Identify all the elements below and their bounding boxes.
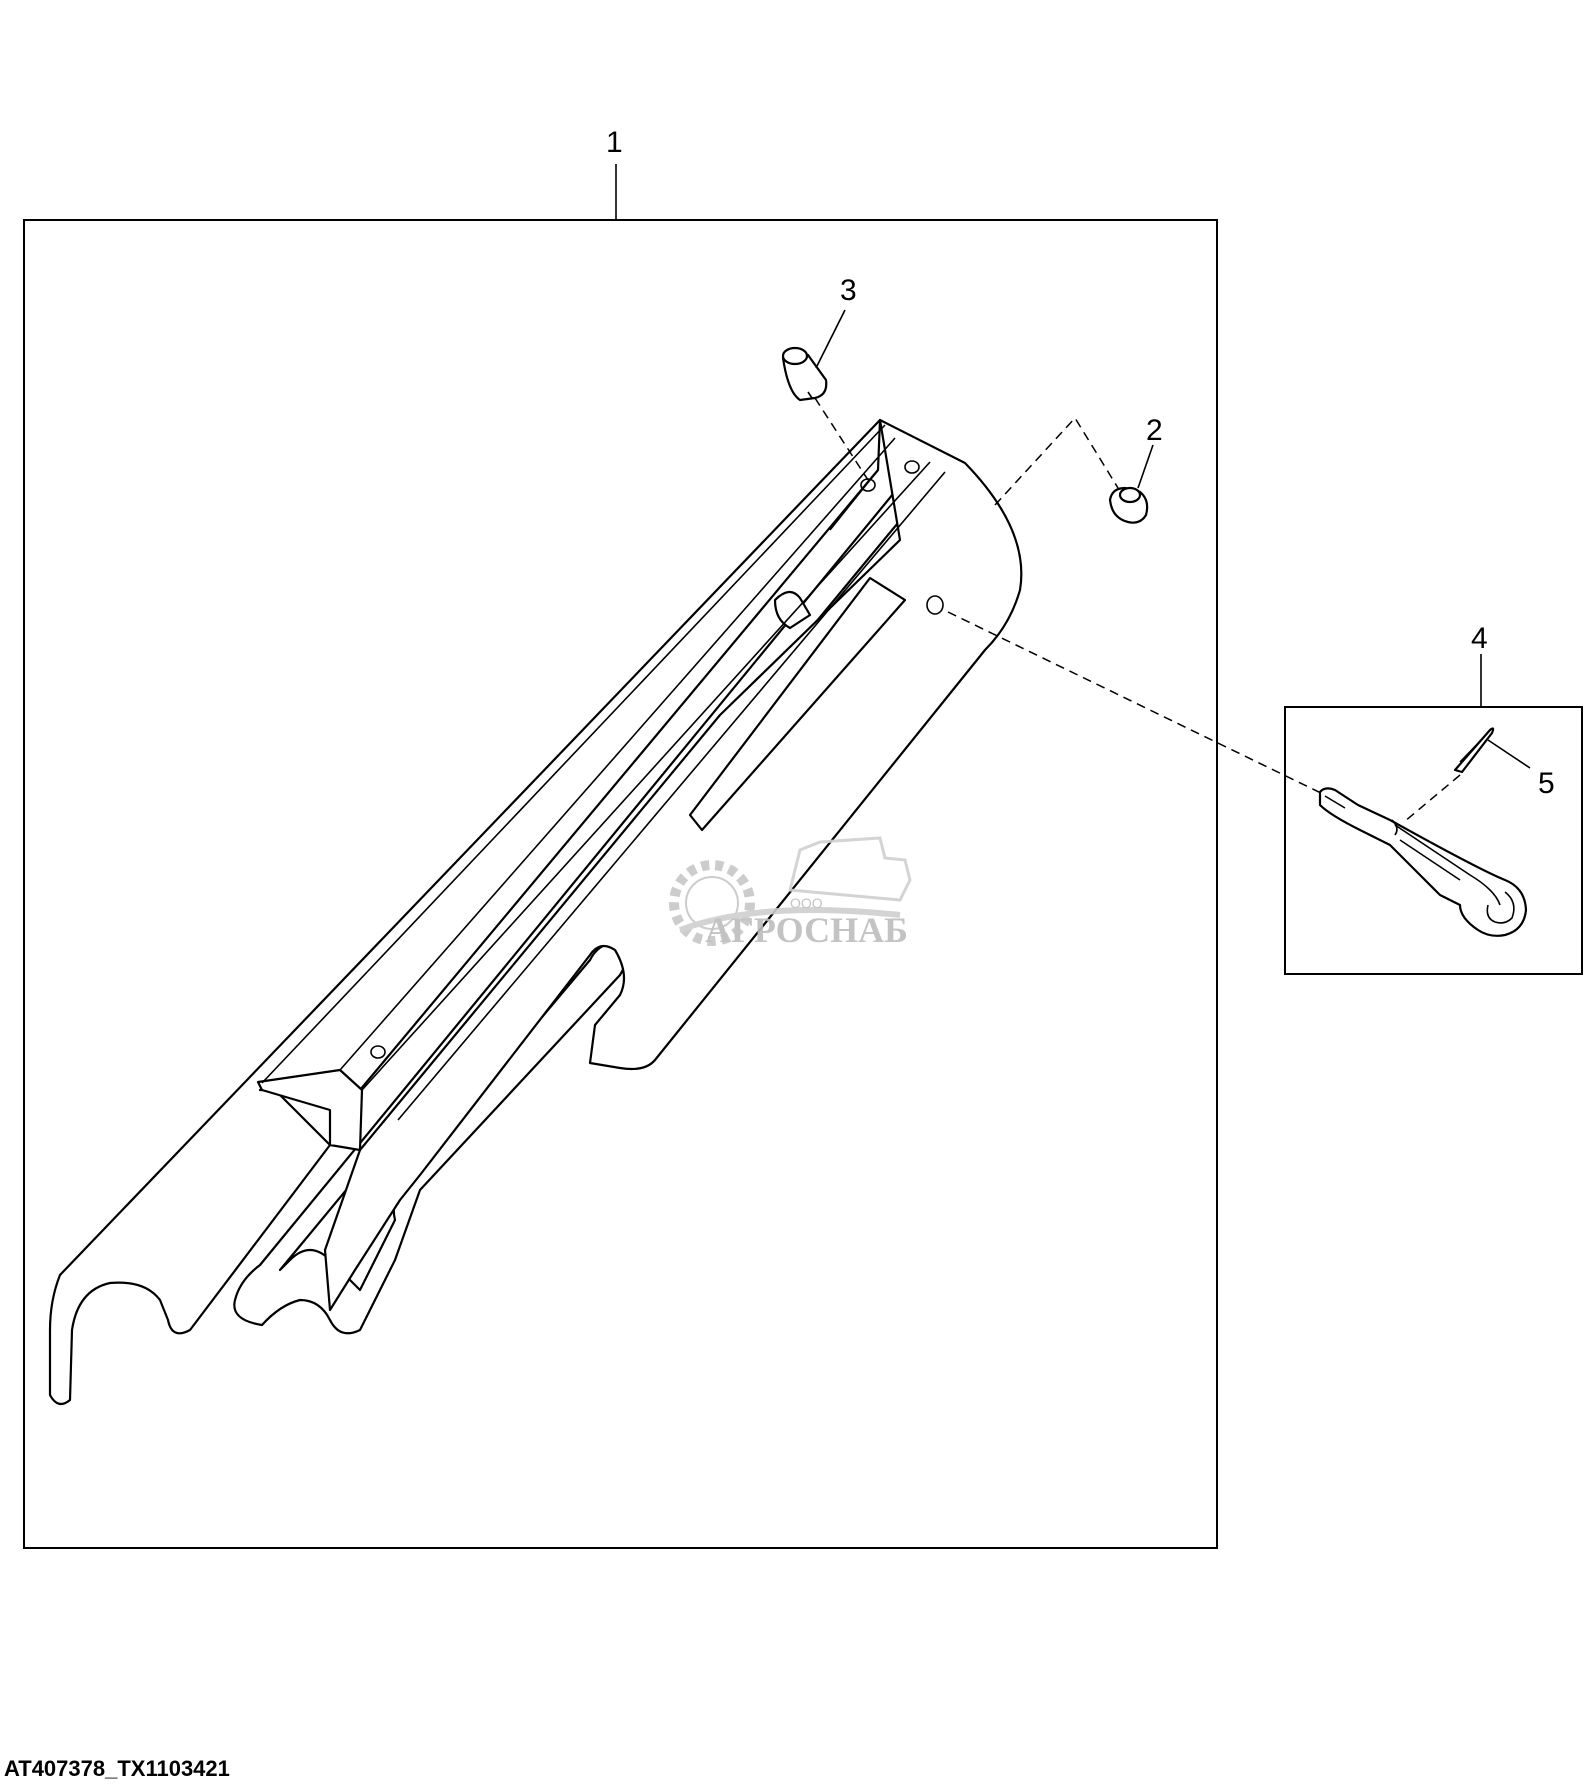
pin-kit-frame bbox=[1284, 706, 1583, 975]
plug-3-dashline bbox=[814, 397, 869, 481]
watermark-prefix: ООО bbox=[790, 895, 823, 911]
mounting-bracket bbox=[48, 418, 1023, 1406]
watermark: ООО АГРОСНАБ bbox=[669, 836, 912, 950]
bracket-outer-arm bbox=[48, 418, 882, 1406]
callout-5[interactable]: 5 bbox=[1538, 767, 1555, 800]
callout-5-leader bbox=[1487, 739, 1531, 769]
mounting-hole bbox=[926, 595, 944, 615]
mounting-hole bbox=[904, 460, 920, 474]
gear-icon bbox=[669, 860, 755, 946]
lock-pin-item-4 bbox=[1318, 787, 1528, 937]
callout-2-leader bbox=[1137, 444, 1154, 489]
clip-5-dashline bbox=[1403, 774, 1461, 823]
bracket-slot bbox=[688, 576, 907, 832]
callout-3[interactable]: 3 bbox=[840, 274, 857, 307]
callout-3-leader bbox=[815, 309, 846, 369]
assembly-frame bbox=[23, 219, 1218, 1549]
callout-4[interactable]: 4 bbox=[1471, 622, 1488, 655]
bracket-lower-tab bbox=[256, 1068, 364, 1152]
plug-item-3 bbox=[781, 346, 828, 402]
mounting-hole bbox=[370, 1045, 386, 1059]
combine-harvester-icon bbox=[788, 836, 912, 902]
callout-1[interactable]: 1 bbox=[606, 126, 623, 159]
drawing-id: AT407378_TX1103421 bbox=[4, 1756, 230, 1781]
watermark-brand: АГРОСНАБ bbox=[705, 910, 908, 950]
bracket-upper-tab bbox=[773, 590, 812, 630]
pin-dashline bbox=[947, 611, 1326, 796]
plug-2-dashline bbox=[994, 416, 1119, 506]
callout-2[interactable]: 2 bbox=[1146, 414, 1163, 447]
plug-item-2 bbox=[1108, 486, 1149, 524]
hair-clip-item-5 bbox=[1453, 727, 1495, 774]
